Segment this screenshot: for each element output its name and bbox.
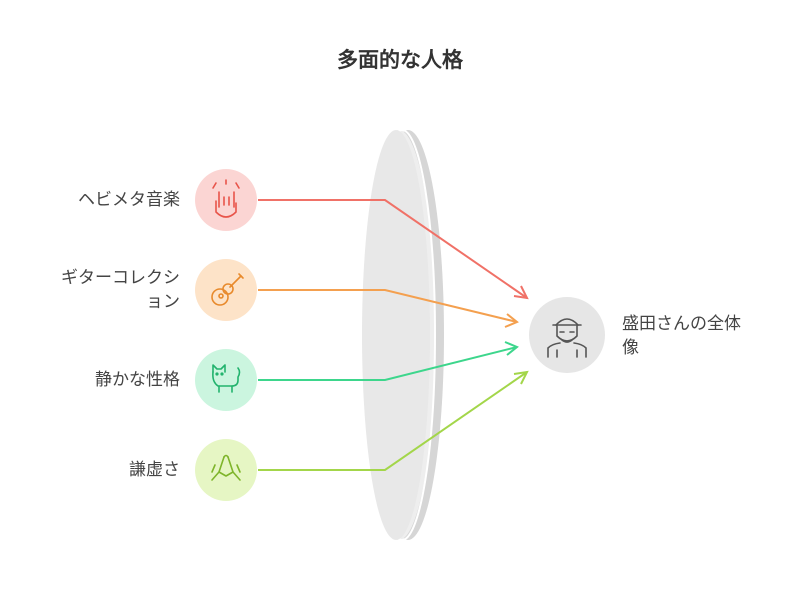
label-target-line-1: 盛田さんの全体	[622, 314, 741, 334]
label-guitar-line-2: ョン	[146, 292, 180, 312]
label-quiet-personality: 静かな性格	[95, 370, 180, 390]
rock-hand-icon	[212, 179, 240, 218]
heavy-metal-circle	[195, 169, 257, 231]
label-target-line-2: 像	[622, 338, 639, 358]
label-heavy-metal: ヘビメタ音楽	[78, 190, 180, 210]
guitar-circle	[195, 259, 257, 321]
cat-circle	[195, 349, 257, 411]
diagram-title: 多面的な人格	[337, 48, 463, 72]
arrow-heavy-metal	[258, 199, 528, 299]
arrow-humility	[258, 371, 528, 471]
humility-circle	[195, 439, 257, 501]
label-guitar-line-1: ギターコレクシ	[61, 268, 180, 288]
label-humility: 謙虚さ	[129, 460, 180, 480]
label-target: 盛田さんの全体 像	[622, 312, 792, 360]
arrow-guitar-collection	[258, 289, 518, 323]
connector-arrows	[258, 199, 529, 471]
arrow-quiet-personality	[258, 346, 518, 381]
bearded-man-icon	[547, 318, 587, 358]
target-circle	[529, 297, 605, 373]
lens-shape	[362, 129, 444, 541]
praying-hands-icon	[211, 454, 241, 481]
label-guitar-collection: ギターコレクシ ョン	[20, 266, 180, 314]
cat-icon	[212, 364, 241, 393]
guitar-icon	[211, 273, 244, 306]
